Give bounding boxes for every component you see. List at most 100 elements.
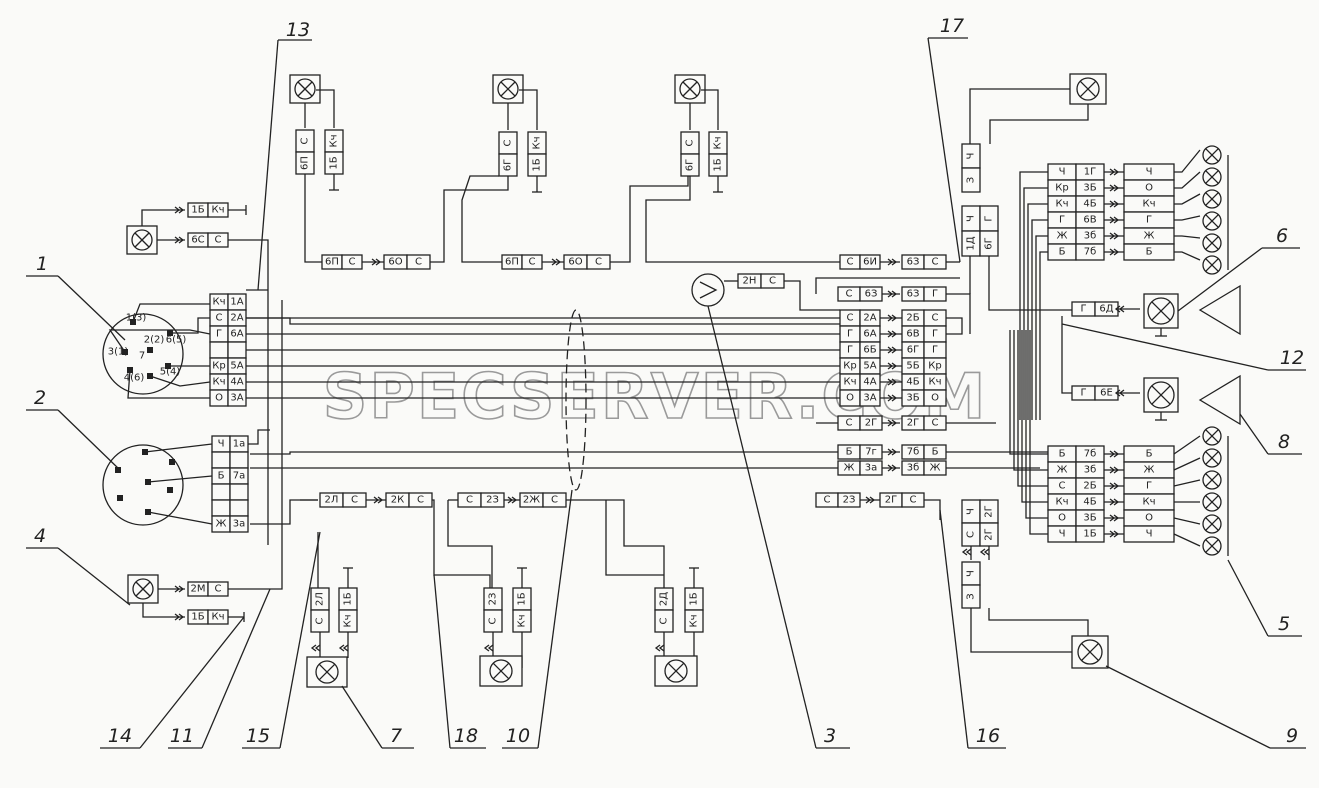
arrow-icon xyxy=(1109,248,1116,256)
pin-label: 3(1) xyxy=(108,347,129,358)
arrow-icon xyxy=(1113,168,1120,176)
wire xyxy=(924,499,941,520)
svg-text:2Г: 2Г xyxy=(865,418,877,429)
arrow-icon xyxy=(1109,168,1116,176)
svg-text:С: С xyxy=(503,139,514,146)
callout-4: 4 xyxy=(34,525,46,547)
arrow-icon xyxy=(887,448,894,456)
wire xyxy=(57,275,126,341)
arrow-icon xyxy=(487,644,494,652)
wire xyxy=(1023,187,1048,420)
wire xyxy=(461,175,502,263)
wire xyxy=(149,375,211,387)
wire xyxy=(988,256,1072,311)
svg-text:4А: 4А xyxy=(230,377,243,388)
callout-6: 6 xyxy=(1276,225,1288,247)
svg-text:6З: 6З xyxy=(865,289,878,300)
svg-text:Ч: Ч xyxy=(1059,529,1066,540)
svg-text:1Б: 1Б xyxy=(1083,529,1096,540)
arrow-icon xyxy=(174,585,181,593)
svg-text:2Г: 2Г xyxy=(885,495,897,506)
svg-text:З: З xyxy=(966,593,977,599)
vconnector-14: Ч1Д xyxy=(961,205,981,257)
socket-pin xyxy=(147,347,153,353)
wire xyxy=(147,475,213,483)
wire xyxy=(270,300,283,590)
wire xyxy=(316,89,335,128)
arrow-icon xyxy=(338,644,345,652)
wire xyxy=(228,239,269,545)
lamp-18-icon xyxy=(489,659,513,683)
wire xyxy=(1021,330,1048,503)
lamp-9-icon xyxy=(1077,639,1103,665)
reflector-icon xyxy=(1198,284,1241,336)
svg-text:2З: 2З xyxy=(486,495,499,506)
wire xyxy=(1027,203,1048,420)
svg-text:3А: 3А xyxy=(230,393,243,404)
callout-16: 16 xyxy=(976,725,1000,747)
arrow-icon xyxy=(887,378,894,386)
lamp-10-icon xyxy=(664,659,688,683)
svg-text:1Б: 1Б xyxy=(713,158,724,171)
svg-text:Б: Б xyxy=(1146,449,1153,460)
wire xyxy=(946,293,971,334)
arrow-icon xyxy=(891,314,898,322)
wire xyxy=(144,443,213,453)
lamp-top-3-icon xyxy=(679,78,701,100)
vconnector-3: С6Г xyxy=(498,131,518,177)
vconnector-9: 2ЗС xyxy=(483,587,503,633)
svg-text:Б: Б xyxy=(218,471,225,482)
socket-pin xyxy=(169,459,175,465)
arrow-icon xyxy=(178,206,185,214)
svg-text:2Г: 2Г xyxy=(907,418,919,429)
arrow-icon xyxy=(1113,482,1120,490)
svg-text:6З: 6З xyxy=(907,289,920,300)
arrow-icon xyxy=(654,644,661,652)
svg-text:2З: 2З xyxy=(488,593,499,606)
svg-text:6О: 6О xyxy=(568,257,582,268)
wire xyxy=(701,89,719,130)
svg-text:6П: 6П xyxy=(325,257,339,268)
arrow-icon xyxy=(891,419,898,427)
svg-text:С: С xyxy=(846,289,853,300)
svg-text:С: С xyxy=(910,495,917,506)
svg-text:2Ж: 2Ж xyxy=(523,495,540,506)
wire xyxy=(1174,193,1201,205)
arrow-icon xyxy=(887,419,894,427)
arrow-icon xyxy=(310,644,317,652)
svg-text:7б: 7б xyxy=(1084,449,1097,460)
callout-10: 10 xyxy=(506,725,530,747)
wire xyxy=(433,574,451,749)
svg-text:С: С xyxy=(966,531,977,538)
arrow-icon xyxy=(178,613,185,621)
svg-text:1Б: 1Б xyxy=(191,612,204,623)
arrow-icon xyxy=(1109,514,1116,522)
wire xyxy=(1029,330,1048,535)
tail-lamp-icon xyxy=(1202,233,1222,253)
tail-lamp-icon xyxy=(1202,255,1222,275)
arrow-icon xyxy=(373,496,380,504)
svg-text:Кч: Кч xyxy=(1142,497,1155,508)
svg-text:С: С xyxy=(529,257,536,268)
svg-text:Г: Г xyxy=(216,329,222,340)
wire xyxy=(1239,413,1269,455)
callout-17: 17 xyxy=(940,15,964,37)
callout-8: 8 xyxy=(1278,431,1290,453)
callout-2: 2 xyxy=(34,387,46,409)
svg-text:Г: Г xyxy=(984,215,995,221)
arrow-icon xyxy=(1109,200,1116,208)
connector-2g-s: 2Г С xyxy=(879,492,925,508)
svg-text:5Б: 5Б xyxy=(906,361,919,372)
